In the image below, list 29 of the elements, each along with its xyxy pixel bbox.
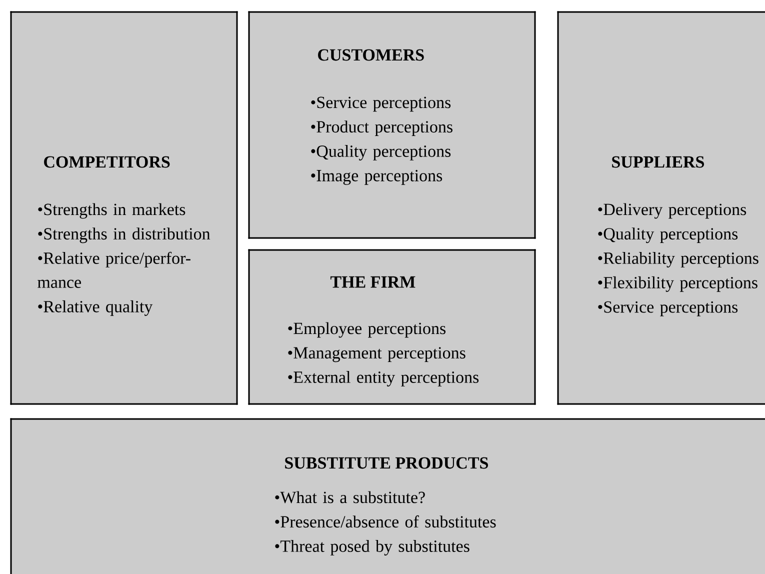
bullet-item: •Image perceptions — [311, 170, 442, 185]
panel-box — [248, 249, 536, 405]
bullet-item: •Reliability perceptions — [598, 252, 758, 268]
bullet-item: •Service perceptions — [598, 301, 738, 316]
bullet-item: •Management perceptions — [288, 347, 466, 362]
bullet-item: •Quality perceptions — [311, 145, 451, 160]
bullet-item: •Service perceptions — [311, 96, 451, 112]
panel-box — [557, 11, 765, 405]
panel-heading: SUPPLIERS — [612, 156, 704, 168]
panel-heading: COMPETITORS — [44, 156, 170, 168]
bullet-item: •Quality perceptions — [598, 228, 738, 244]
bullet-item: •Employee perceptions — [288, 322, 446, 338]
panel-box — [248, 11, 536, 239]
bullet-item: •Strengths in markets — [38, 203, 186, 219]
bullet-item: •Relative price/perfor- mance — [38, 252, 190, 288]
panel-heading: CUSTOMERS — [318, 49, 424, 61]
bullet-item: •Presence/absence of substitutes — [275, 515, 496, 528]
panel-heading: SUBSTITUTE PRODUCTS — [285, 457, 488, 469]
bullet-item: •Threat posed by substitutes — [275, 540, 470, 556]
panel-heading: THE FIRM — [330, 276, 416, 288]
panel-box — [10, 11, 238, 405]
bullet-item: •Strengths in distribution — [38, 228, 210, 244]
bullet-item: •Flexibility perceptions — [598, 276, 758, 292]
bullet-item: •Delivery perceptions — [598, 203, 746, 219]
bullet-item: •What is a substitute? — [275, 491, 425, 504]
bullet-item: •Product perceptions — [311, 120, 452, 136]
panel-box — [10, 418, 765, 574]
bullet-item: •External entity perceptions — [288, 371, 479, 386]
bullet-item: •Relative quality — [38, 300, 153, 316]
